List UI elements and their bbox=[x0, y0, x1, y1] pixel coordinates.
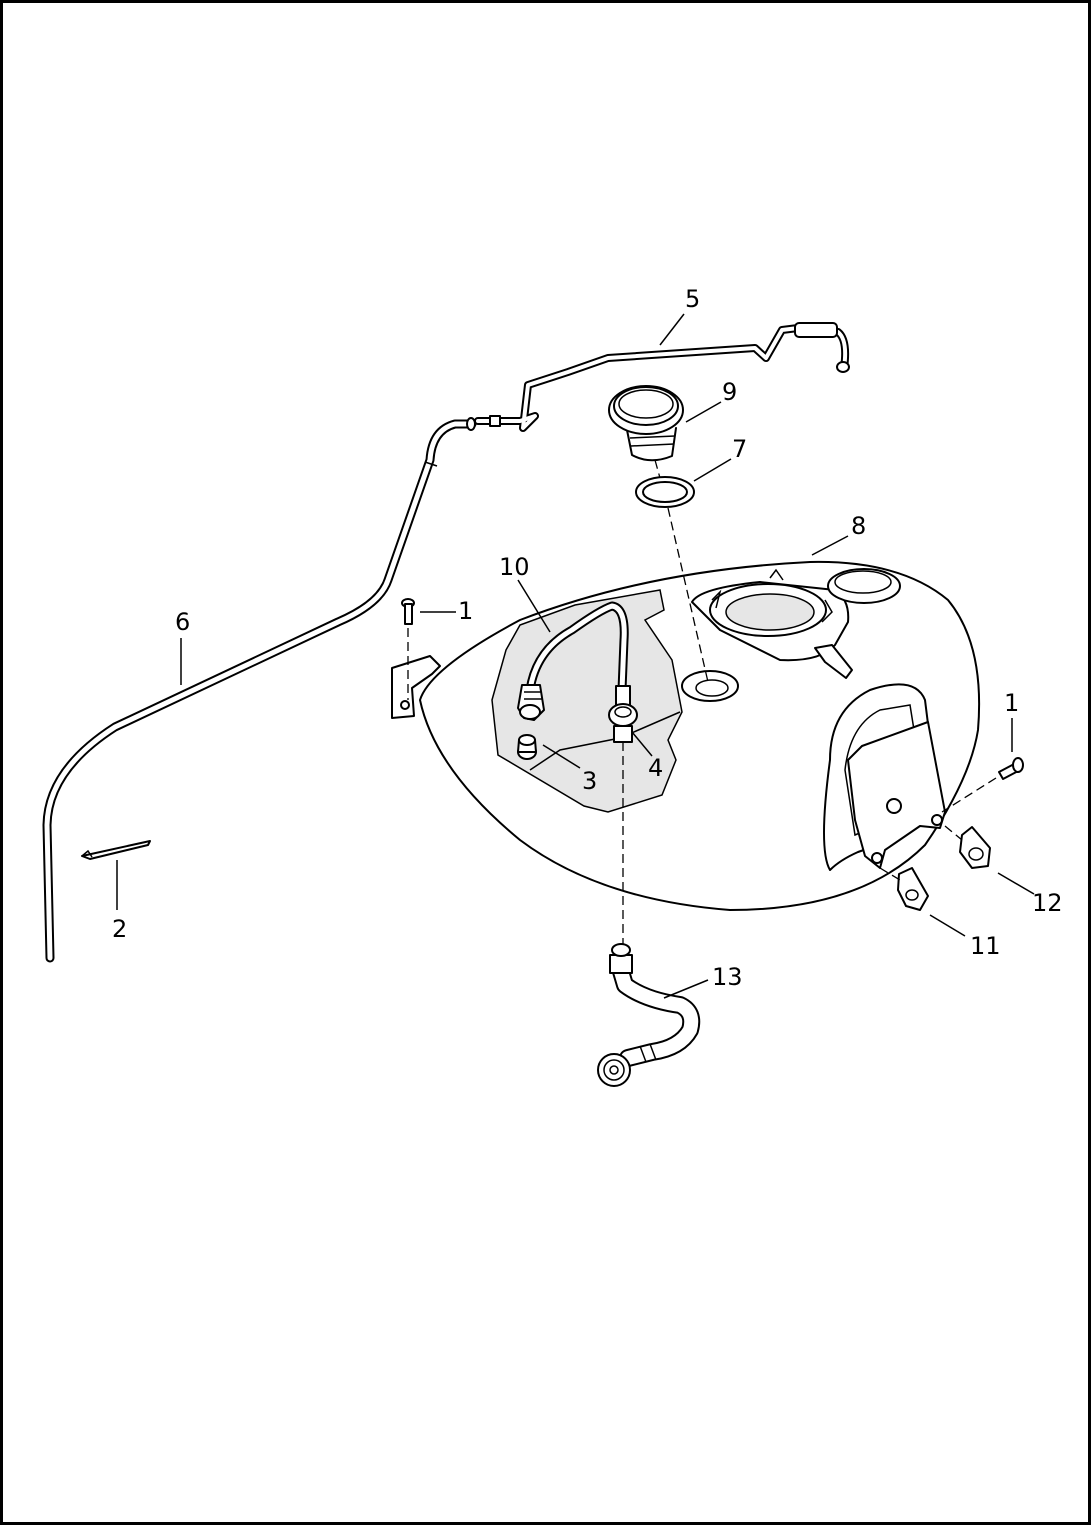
callout-11: 11 bbox=[970, 932, 1001, 960]
callout-3: 3 bbox=[582, 767, 597, 795]
callout-4: 4 bbox=[648, 754, 663, 782]
outlet-filter bbox=[517, 734, 537, 760]
fuel-valve-fitting bbox=[608, 685, 638, 743]
screw-rear bbox=[998, 757, 1024, 780]
callout-2: 2 bbox=[112, 915, 127, 943]
callouts: 1 1 2 3 4 5 6 7 8 9 10 11 12 13 bbox=[112, 285, 1063, 991]
callout-1-front: 1 bbox=[458, 597, 473, 625]
rear-grommet bbox=[897, 867, 929, 911]
cap-gasket bbox=[635, 476, 695, 508]
callout-12: 12 bbox=[1032, 889, 1063, 917]
callout-1-rear: 1 bbox=[1004, 689, 1019, 717]
fuel-cap bbox=[608, 385, 684, 462]
screw-front bbox=[401, 598, 415, 625]
callout-10: 10 bbox=[499, 553, 530, 581]
cable-strap bbox=[81, 840, 151, 860]
vent-hose bbox=[42, 417, 477, 963]
leader-lines bbox=[116, 313, 1035, 999]
fuel-tank bbox=[391, 560, 981, 911]
vent-tube bbox=[474, 322, 850, 432]
fuel-supply-hose bbox=[597, 943, 701, 1087]
callout-6: 6 bbox=[175, 608, 190, 636]
callout-7: 7 bbox=[732, 435, 747, 463]
callout-8: 8 bbox=[851, 512, 866, 540]
assembly-guide-lines bbox=[407, 459, 997, 945]
crossover-hose bbox=[517, 601, 629, 721]
callout-9: 9 bbox=[722, 378, 737, 406]
callout-13: 13 bbox=[712, 963, 743, 991]
callout-5: 5 bbox=[685, 285, 700, 313]
rear-isolator bbox=[959, 826, 991, 869]
